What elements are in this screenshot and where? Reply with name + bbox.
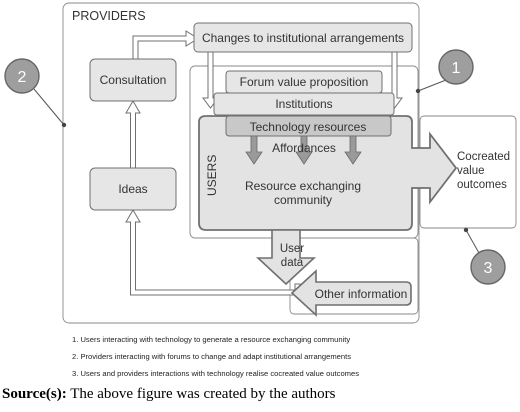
marker-2-label: 2 (18, 69, 27, 86)
other-information-label: Other information (315, 287, 408, 301)
marker-3-label: 3 (484, 260, 493, 277)
community-label-2: community (274, 193, 332, 207)
note-2: 2. Providers interacting with forums to … (72, 352, 352, 361)
users-label: USERS (205, 155, 219, 196)
ideas-label: Ideas (118, 182, 147, 196)
marker-2-circle (4, 58, 40, 94)
note-3: 3. Users and providers interactions with… (72, 369, 360, 378)
affordances-label: Affordances (272, 141, 336, 155)
affordance-arrow-right (344, 135, 362, 165)
marker-3-leader (465, 229, 480, 254)
outcome-label-2: value (457, 165, 485, 177)
technology-resources-box (225, 115, 392, 137)
forum-value-proposition-label: Forum value proposition (240, 75, 369, 89)
marker-1-anchor (415, 88, 421, 94)
marker-3-circle (470, 249, 506, 285)
source-label: Source(s): (2, 386, 67, 402)
marker-3-anchor (463, 227, 469, 233)
figure-notes: 1. Users interacting with technology to … (72, 331, 512, 382)
changes-box (193, 22, 413, 53)
ideas-box (89, 167, 177, 211)
consultation-to-changes-arrow (132, 30, 199, 60)
outcome-label-1: Cocreated (457, 151, 510, 163)
marker-1-label: 1 (452, 60, 461, 77)
consultation-label: Consultation (100, 73, 167, 87)
institutions-box (213, 92, 395, 116)
affordance-arrow-left (245, 135, 263, 165)
source-text: The above figure was created by the auth… (66, 386, 336, 402)
consultation-box (89, 58, 177, 102)
community-label-1: Resource exchanging (245, 179, 361, 193)
outcome-label-3: outcomes (457, 179, 507, 191)
marker-2-anchor (61, 122, 67, 128)
user-data-label-1: User (280, 243, 304, 255)
marker-2-leader (33, 88, 65, 126)
ideas-to-consultation-arrow (125, 100, 141, 169)
technology-resources-label: Technology resources (250, 120, 367, 134)
feedback-to-ideas-arrow (125, 209, 301, 296)
marker-1-circle (438, 49, 474, 85)
providers-label: PROVIDERS (72, 9, 146, 23)
other-information-arrow (290, 269, 412, 317)
marker-1-leader (417, 79, 447, 92)
user-data-arrow (255, 229, 317, 286)
user-data-label-2: data (281, 257, 304, 269)
institutions-label: Institutions (275, 97, 332, 111)
changes-label: Changes to institutional arrangements (202, 31, 404, 45)
resource-exchanging-community-arrow (198, 115, 458, 231)
affordance-arrow-center (295, 135, 313, 165)
source-caption: Source(s): The above figure was created … (2, 386, 336, 403)
note-1: 1. Users interacting with technology to … (72, 335, 351, 344)
